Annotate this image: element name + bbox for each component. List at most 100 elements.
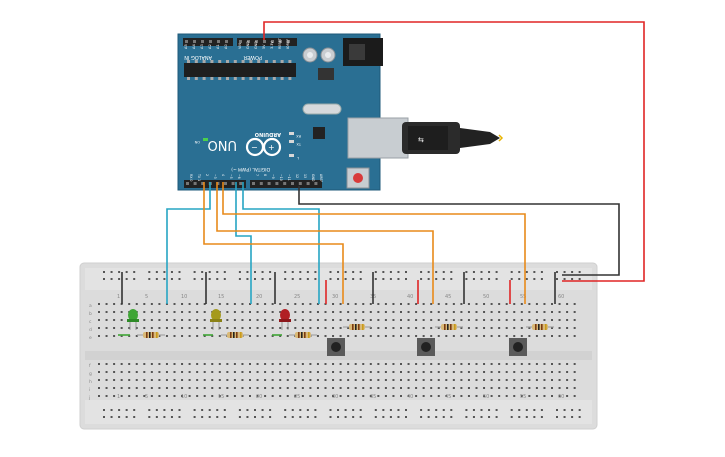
header-pin[interactable] (201, 182, 205, 185)
breadboard-hole (543, 371, 546, 373)
header-pin[interactable] (216, 182, 220, 185)
header-pin[interactable] (217, 40, 220, 43)
header-pin[interactable] (314, 182, 318, 185)
breadboard-hole (543, 387, 546, 389)
breadboard-hole (203, 395, 206, 397)
header-pin[interactable] (279, 40, 282, 43)
header-pin[interactable] (271, 40, 274, 43)
header-pin[interactable] (185, 40, 188, 43)
column-number: 50 (483, 294, 489, 300)
header-pin[interactable] (225, 40, 228, 43)
breadboard-hole (226, 363, 229, 365)
breadboard-hole (271, 387, 274, 389)
resistor-band (450, 324, 452, 330)
header-pin[interactable] (259, 182, 263, 185)
pin-label: A1 (216, 44, 220, 49)
header-pin[interactable] (193, 40, 196, 43)
breadboard-hole (309, 319, 312, 321)
breadboard-hole (369, 327, 372, 329)
header-pin[interactable] (298, 182, 302, 185)
rail-hole (118, 409, 121, 411)
header-pin[interactable] (239, 40, 242, 43)
breadboard-hole (113, 371, 116, 373)
breadboard-hole (407, 395, 410, 397)
push-button-3[interactable] (509, 338, 527, 356)
breadboard-hole (573, 387, 576, 389)
breadboard-hole (120, 335, 123, 337)
red-led[interactable] (279, 309, 291, 330)
breadboard-hole (551, 319, 553, 321)
usb-port[interactable] (347, 117, 409, 159)
breadboard-hole (324, 319, 327, 321)
rail-hole (238, 409, 241, 411)
header-pin[interactable] (255, 40, 258, 43)
header-pin[interactable] (275, 182, 279, 185)
header-pin[interactable] (283, 182, 287, 185)
header-pin[interactable] (193, 182, 197, 185)
breadboard-hole (264, 371, 267, 373)
reset-button-cap[interactable] (353, 173, 363, 183)
rail-hole (178, 409, 181, 411)
breadboard-hole (165, 395, 168, 397)
rail-hole (510, 416, 513, 418)
header-pin[interactable] (209, 40, 212, 43)
pin-label: ~6 (237, 174, 241, 179)
breadboard-hole (422, 319, 425, 321)
breadboard-hole (513, 363, 516, 365)
breadboard-hole (551, 371, 553, 373)
row-letter: e (89, 336, 92, 341)
rail-hole (118, 416, 121, 418)
header-pin[interactable] (291, 182, 294, 185)
button-cap[interactable] (421, 342, 431, 352)
header-pin[interactable] (239, 182, 243, 185)
header-pin[interactable] (287, 40, 290, 43)
header-pin[interactable] (306, 182, 310, 185)
resistor[interactable] (137, 332, 165, 338)
breadboard-hole (528, 335, 531, 337)
yellow-led[interactable] (210, 309, 222, 330)
pin-label: 2 (205, 174, 209, 176)
resistor[interactable] (526, 324, 554, 330)
button-cap[interactable] (513, 342, 523, 352)
button-cap[interactable] (331, 342, 341, 352)
breadboard-hole (513, 387, 516, 389)
resistor[interactable] (343, 324, 371, 330)
breadboard-hole (105, 303, 108, 305)
breadboard-hole (573, 319, 576, 321)
breadboard-hole (286, 371, 289, 373)
header-pin[interactable] (186, 182, 189, 185)
breadboard-hole (332, 387, 335, 389)
breadboard-hole (392, 311, 395, 313)
breadboard-hole (362, 319, 365, 321)
green-led[interactable] (127, 309, 139, 330)
resistor[interactable] (289, 332, 317, 338)
header-pin[interactable] (201, 40, 204, 43)
resistor[interactable] (221, 332, 249, 338)
push-button-1[interactable] (327, 338, 345, 356)
rail-hole (329, 278, 332, 280)
breadboard-hole (347, 371, 350, 373)
chip-pin (265, 60, 268, 63)
rail-hole (269, 409, 272, 411)
rail-hole (488, 278, 491, 280)
header-pin[interactable] (247, 40, 250, 43)
push-button-2[interactable] (417, 338, 435, 356)
breadboard-hole (309, 303, 312, 305)
breadboard-hole (452, 371, 455, 373)
wire-led-red (242, 182, 320, 304)
header-pin[interactable] (231, 182, 235, 185)
breadboard-hole (445, 311, 448, 313)
rail-hole (450, 278, 453, 280)
pin-label: RX 0 (189, 174, 193, 181)
rail-hole (314, 416, 317, 418)
header-pin[interactable] (252, 182, 255, 185)
breadboard-hole (415, 303, 418, 305)
resistor[interactable] (435, 324, 463, 330)
rail-hole (110, 271, 113, 273)
breadboard-hole (430, 311, 433, 313)
header-pin[interactable] (267, 182, 271, 185)
arduino-board[interactable]: ANALOG IN POWER A5 A4 A3 A2 A1 A0 VIN GN… (177, 33, 504, 191)
header-pin[interactable] (263, 40, 266, 43)
rail-hole (450, 416, 453, 418)
header-pin[interactable] (224, 182, 227, 185)
